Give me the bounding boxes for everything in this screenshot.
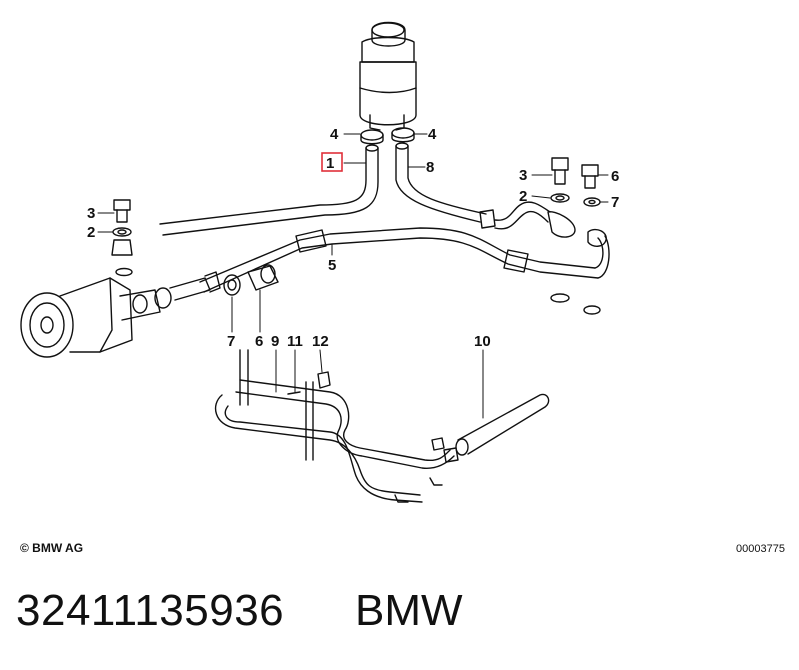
leader-lines: [97, 133, 609, 419]
sealing-ring-7: [223, 274, 241, 296]
pressure-hose-8: [395, 142, 576, 238]
suction-hose-1: [159, 144, 379, 236]
callout-4-left: 4: [330, 126, 339, 143]
parts-diagram: 1 4 4 8 3 2 3 2 6 7 5 7 6 9 11 12 10: [20, 21, 619, 503]
hose-clamp-left: [360, 129, 384, 145]
callout-1: 1: [326, 155, 334, 172]
adapter-fitting-6: [247, 264, 279, 291]
callout-2-right: 2: [519, 188, 527, 205]
callout-2-left: 2: [87, 224, 95, 241]
banjo-bolt-right-a: [550, 157, 570, 303]
callout-8: 8: [426, 159, 434, 176]
callout-4-right: 4: [428, 126, 437, 143]
callout-11: 11: [287, 333, 303, 350]
hose-clamp-right: [391, 127, 415, 143]
highlight-box: [321, 152, 343, 172]
copyright-notice: © BMW AG: [20, 541, 84, 555]
reservoir: [359, 21, 417, 131]
callout-3-right: 3: [519, 167, 527, 184]
callout-12: 12: [312, 333, 329, 350]
callout-5: 5: [328, 257, 336, 274]
illustration-id: 00003775: [736, 543, 785, 555]
callout-6-right: 6: [611, 168, 619, 185]
callout-7-left: 7: [227, 333, 235, 350]
callout-6-left: 6: [255, 333, 263, 350]
brand-name: BMW: [355, 586, 463, 635]
banjo-bolt-left: [111, 199, 133, 277]
part-number: 32411135936: [16, 586, 285, 635]
banjo-bolt-right-b: [581, 164, 601, 315]
callout-3-left: 3: [87, 205, 95, 222]
pressure-line-5: [199, 227, 610, 293]
cooling-coil-9: [214, 349, 459, 503]
callout-9: 9: [271, 333, 279, 350]
return-hose-10: [455, 393, 550, 456]
power-steering-pump: [20, 271, 221, 358]
callout-7-right: 7: [611, 194, 619, 211]
callout-10: 10: [474, 333, 491, 350]
